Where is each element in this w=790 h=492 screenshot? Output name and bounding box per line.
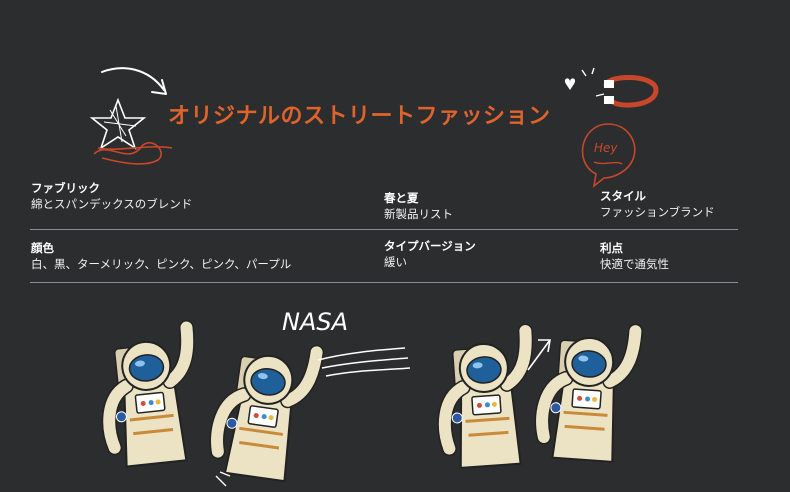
spec-season-value: 新製品リスト	[384, 207, 453, 221]
speech-bubble-icon: Hey	[581, 123, 636, 188]
spec-type: タイプバージョン 緩い	[384, 239, 476, 270]
spec-season: 春と夏 新製品リスト	[384, 191, 453, 222]
spec-type-value: 緩い	[384, 255, 407, 269]
sketch-arrow-icon	[101, 67, 167, 95]
nasa-text: NASA	[282, 308, 348, 336]
star-scribble-icon	[89, 97, 173, 165]
spec-style-value: ファッションブランド	[600, 205, 715, 219]
spec-season-label: 春と夏	[384, 191, 419, 205]
spec-style-label: スタイル	[600, 189, 646, 203]
page-title: オリジナルのストリートファッション	[168, 104, 551, 129]
spec-fabric: ファブリック 綿とスパンデックスのブレンド	[31, 181, 192, 212]
bubble-text: Hey	[594, 141, 618, 155]
spec-color-value: 白、黒、ターメリック、ピンク、ピンク、パープル	[31, 257, 292, 271]
divider	[30, 282, 738, 283]
spec-benefit-value: 快適で通気性	[600, 257, 669, 271]
spec-benefit: 利点 快適で通気性	[600, 241, 669, 272]
spec-type-label: タイプバージョン	[384, 239, 476, 253]
spec-color-label: 顔色	[31, 241, 54, 255]
spec-benefit-label: 利点	[600, 241, 623, 255]
spec-fabric-value: 綿とスパンデックスのブレンド	[31, 197, 193, 211]
astronaut-illustration: NASA	[0, 308, 790, 492]
magnet-icon	[564, 67, 659, 108]
divider	[30, 229, 738, 230]
spec-fabric-label: ファブリック	[31, 181, 100, 195]
spec-color: 顔色 白、黒、ターメリック、ピンク、ピンク、パープル	[31, 241, 291, 272]
spec-style: スタイル ファッションブランド	[600, 189, 715, 220]
